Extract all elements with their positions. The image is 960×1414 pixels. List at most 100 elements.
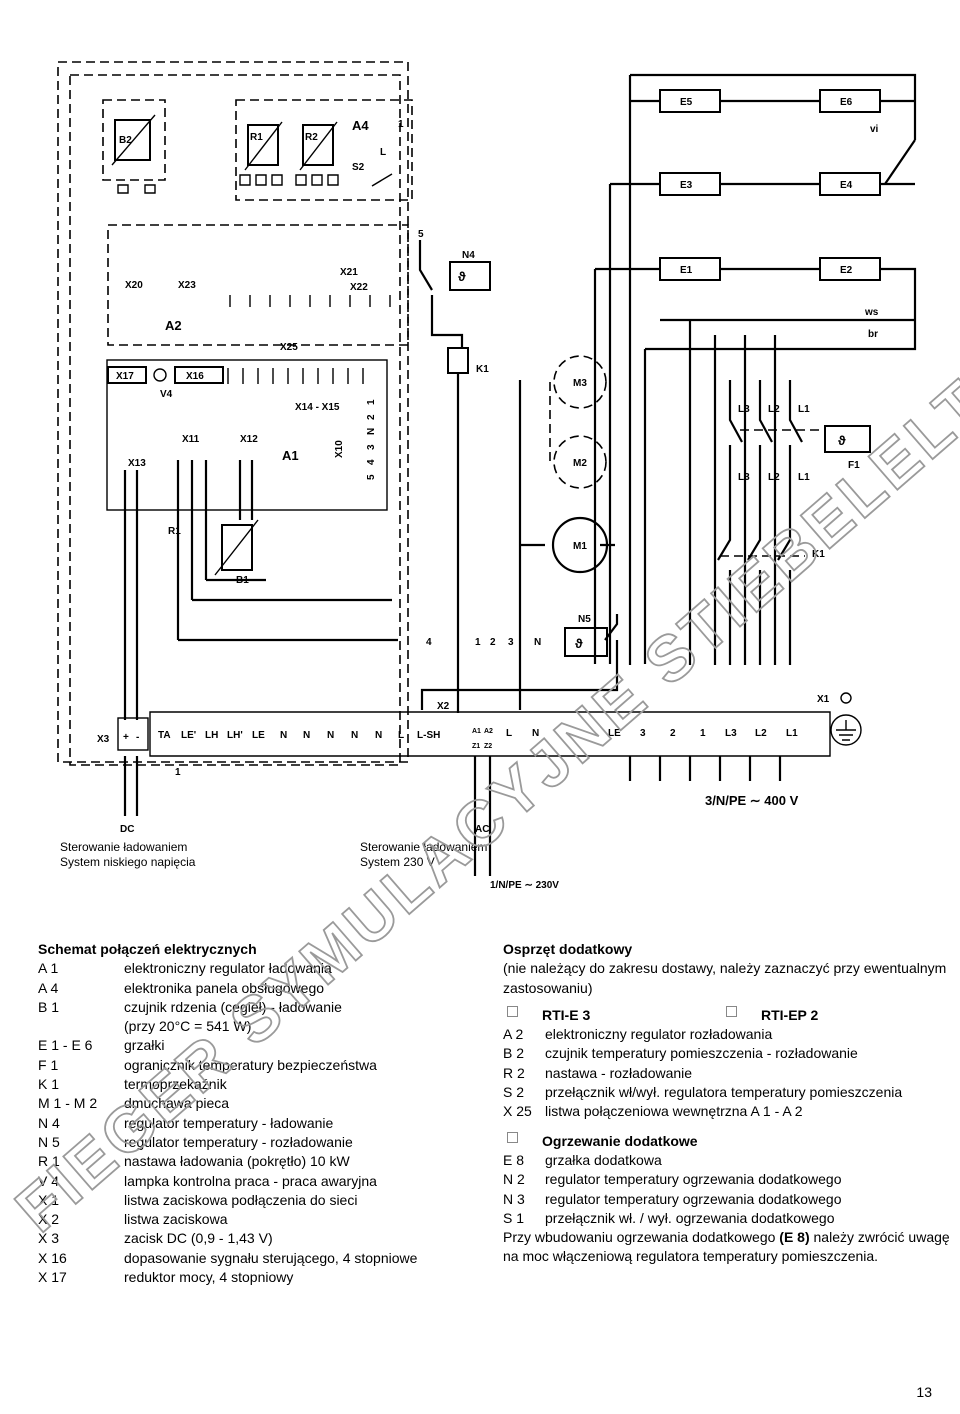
svg-text:3: 3 [366, 444, 377, 450]
legend-description: dopasowanie sygnału sterującego, 4 stopn… [124, 1249, 418, 1266]
legend-description: dmuchawa pieca [124, 1095, 230, 1112]
label-x25: X25 [280, 342, 298, 353]
svg-text:3: 3 [508, 637, 514, 648]
checkbox-icon [726, 1005, 737, 1017]
label-supply-400: 3/N/PE ∼ 400 V [705, 793, 799, 808]
label-m1: M1 [573, 541, 587, 552]
legend-code: N 5 [38, 1133, 60, 1150]
heating-title: Ogrzewanie dodatkowe [542, 1132, 698, 1149]
svg-text:A1: A1 [472, 728, 481, 735]
svg-text:Z2: Z2 [484, 743, 492, 750]
legend-code: X 1 [38, 1191, 60, 1208]
svg-text:ϑ: ϑ [458, 269, 466, 284]
checkbox-icon [507, 1005, 518, 1017]
legend-code: B 2 [503, 1045, 525, 1062]
label-a4-one: 1 [398, 119, 404, 130]
heating-footer: Przy wbudowaniu ogrzewania dodatkowego (… [503, 1229, 950, 1265]
label-x14-x15: X14 - X15 [295, 402, 340, 413]
label-e5: E5 [680, 97, 693, 108]
legend-code [38, 1017, 124, 1036]
legend-description: ogranicznik temperatury bezpieczeństwa [124, 1056, 377, 1073]
svg-text:L: L [506, 728, 512, 739]
label-a4-l: L [380, 147, 386, 158]
svg-text:4: 4 [426, 637, 432, 648]
f1-limiter [824, 425, 871, 453]
label-x10: X10 [334, 440, 345, 458]
label-x22: X22 [350, 282, 368, 293]
legend-description: czujnik rdzenia (cegieł) - ładowanie [124, 998, 342, 1015]
legend-code: N 3 [503, 1190, 525, 1207]
svg-text:Z1: Z1 [472, 743, 480, 750]
legend-description: regulator temperatury ogrzewania dodatko… [545, 1171, 842, 1188]
svg-text:1: 1 [700, 728, 706, 739]
legend-row: R 1 nastawa ładowania (pokrętło) 10 kW [38, 1152, 478, 1171]
svg-text:+: + [123, 732, 129, 743]
legend-code: R 1 [38, 1153, 60, 1170]
legend-description: lampka kontrolna praca - praca awaryjna [124, 1172, 377, 1189]
legend-description: czujnik temperatury pomieszczenia - rozł… [545, 1045, 858, 1062]
label-e3: E3 [680, 180, 693, 191]
svg-text:5: 5 [366, 474, 377, 480]
label-ac: AC [475, 824, 489, 835]
svg-text:L2: L2 [755, 728, 767, 739]
label-supply-230: 1/N/PE ∼ 230V [490, 880, 559, 891]
svg-text:1: 1 [475, 637, 481, 648]
svg-text:N: N [327, 730, 334, 741]
dashed-frame-inner [69, 74, 401, 766]
svg-text:LH: LH [205, 730, 218, 741]
ac-caption-line1: Sterowanie ładowaniem [360, 840, 487, 854]
legend-code: E 1 - E 6 [38, 1037, 93, 1054]
label-a1: A1 [282, 448, 299, 463]
svg-text:2: 2 [670, 728, 676, 739]
label-e6: E6 [840, 97, 853, 108]
terminal-strip-contactor: A1 A2 Z1 Z2 [472, 728, 493, 750]
legend-description: nastawa ładowania (pokrętło) 10 kW [124, 1153, 350, 1170]
legend-description: termoprzekaźnik [124, 1076, 227, 1093]
r1-potentiometer [247, 124, 279, 166]
a1-box [106, 359, 388, 511]
ac-caption-line2: System 230 V [360, 855, 435, 869]
heating-header: Ogrzewanie dodatkowe [503, 1131, 951, 1151]
legend-code: N 4 [38, 1114, 60, 1131]
svg-text:LE: LE [252, 730, 265, 741]
legend-code: X 2 [38, 1211, 60, 1228]
svg-text:-: - [136, 732, 139, 743]
svg-text:N: N [534, 637, 541, 648]
svg-text:N: N [280, 730, 287, 741]
label-br: br [868, 329, 878, 340]
svg-text:N: N [375, 730, 382, 741]
label-n4: N4 [462, 250, 475, 261]
label-a2: A2 [165, 318, 182, 333]
svg-text:2: 2 [366, 414, 377, 420]
b2-sensor [114, 119, 151, 161]
legend-description: elektroniczny regulator ładowania [124, 960, 332, 977]
accessories-title: Osprzęt dodatkowy [503, 941, 633, 957]
label-e2: E2 [840, 265, 853, 276]
legend-description: elektronika panela obsługowego [124, 979, 325, 996]
page-number: 13 [916, 1384, 932, 1400]
legend-description: zacisk DC (0,9 - 1,43 V) [124, 1230, 273, 1247]
b2-box [102, 99, 166, 181]
label-x11: X11 [182, 434, 200, 445]
svg-text:L3: L3 [725, 728, 737, 739]
svg-text:N: N [351, 730, 358, 741]
label-s2: S2 [352, 162, 365, 173]
legend-code: R 2 [503, 1064, 525, 1081]
legend-description: reduktor mocy, 4 stopniowy [124, 1269, 294, 1286]
legend-description: regulator temperatury - rozładowanie [124, 1133, 353, 1150]
x10-pins: 5 4 3 N 2 1 [366, 399, 377, 480]
